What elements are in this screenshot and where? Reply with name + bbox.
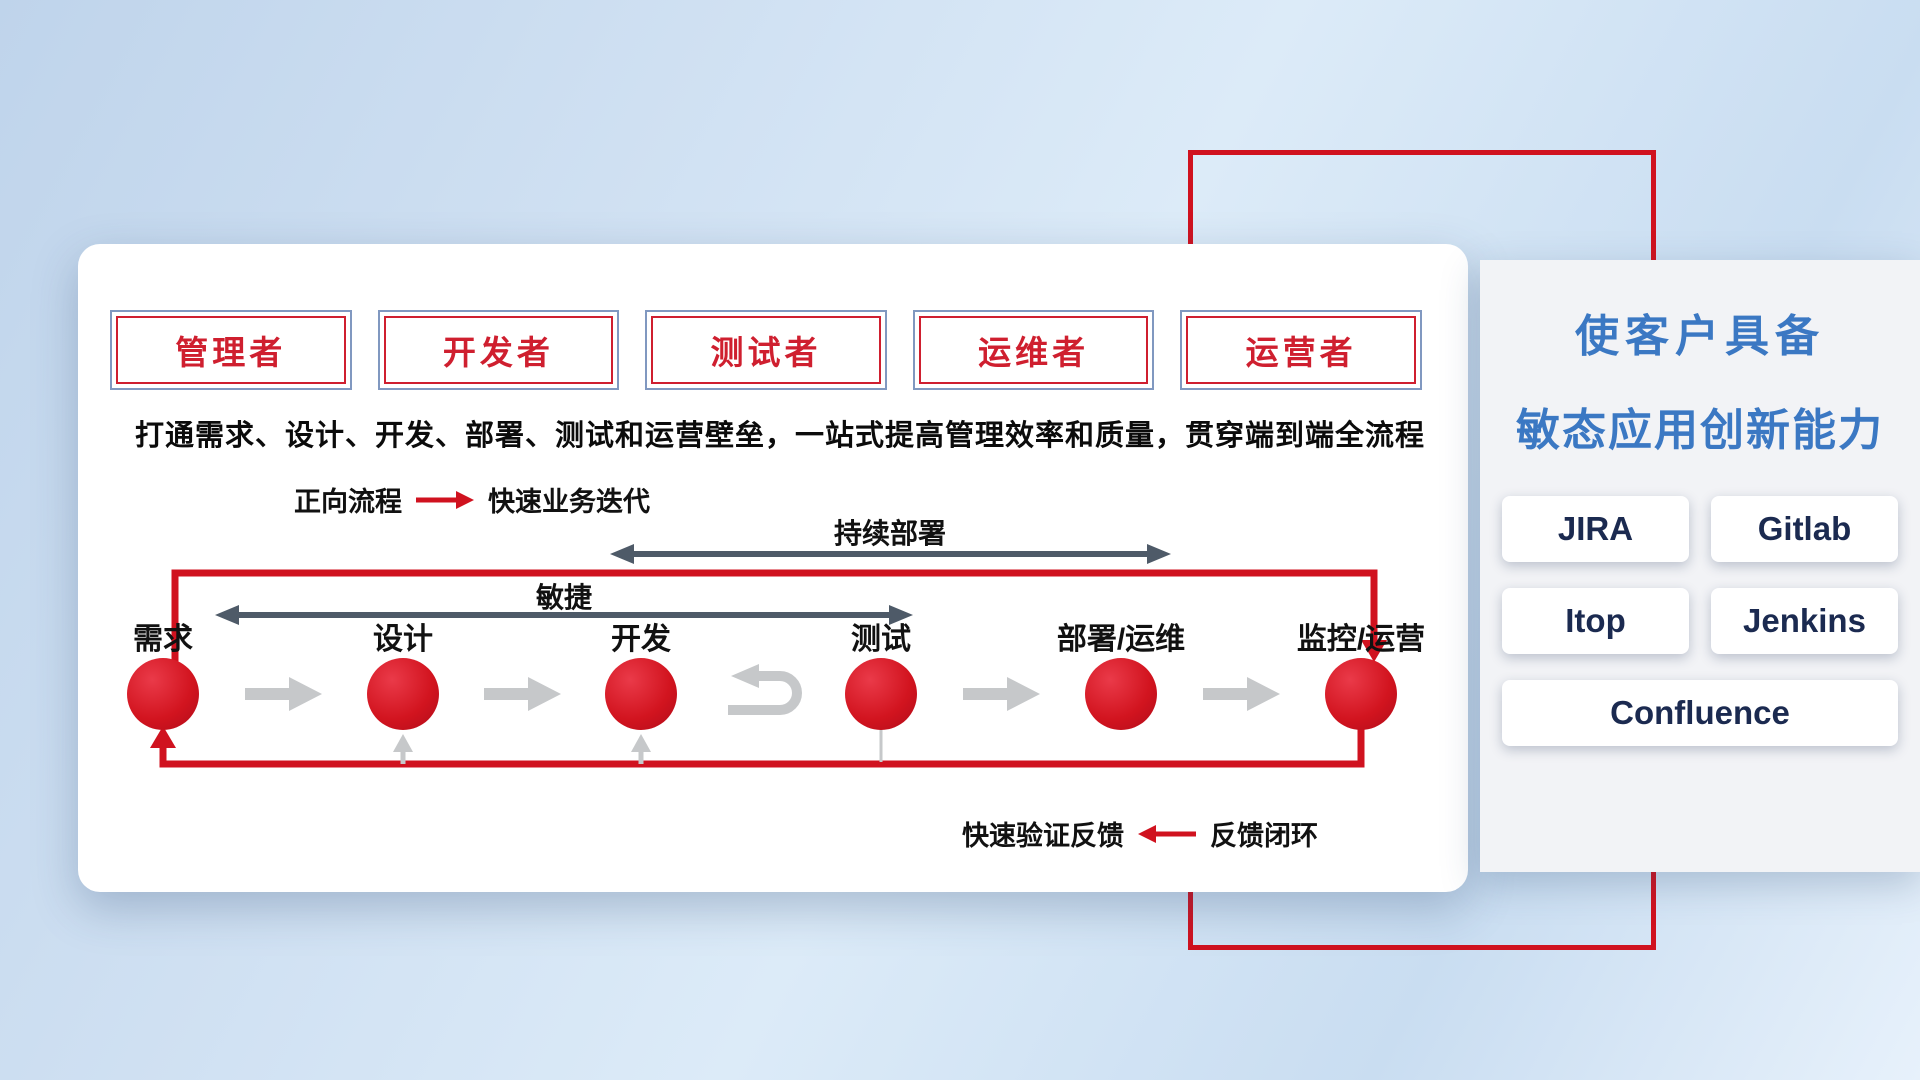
- tool-itop: Itop: [1502, 588, 1689, 654]
- role-box-business-ops: 运营者: [1180, 310, 1422, 390]
- continuous-deploy-label: 持续部署: [833, 518, 947, 549]
- role-box-operations: 运维者: [912, 310, 1155, 390]
- capability-panel: 使客户具备 敏态应用创新能力 JIRA Gitlab Itop Jenkins …: [1480, 260, 1920, 872]
- design-feedback-arrow-icon: [393, 734, 413, 764]
- feedback-arrow-icon: [1138, 824, 1196, 843]
- legend-forward: 正向流程 快速业务迭代: [294, 480, 650, 519]
- stage-flow-arrows: [245, 677, 1280, 711]
- legend-feedback: 快速验证反馈 反馈闭环: [962, 814, 1318, 853]
- capability-title: 使客户具备 敏态应用创新能力: [1502, 300, 1898, 458]
- iteration-loop-icon: [728, 664, 802, 715]
- legend-feedback-desc: 反馈闭环: [1210, 821, 1318, 851]
- role-label-developer: 开发者: [442, 334, 554, 371]
- dev-feedback-arrow-icon: [631, 734, 651, 764]
- flow-arrow-icon: [245, 677, 322, 711]
- stage-label-testing: 测试: [851, 623, 911, 656]
- flow-arrow-icon: [1203, 677, 1280, 711]
- stage-node-deploy-ops: [1085, 658, 1157, 730]
- tools-grid: JIRA Gitlab Itop Jenkins Confluence: [1502, 496, 1898, 746]
- capability-title-line1: 使客户具备: [1575, 312, 1825, 361]
- role-label-manager: 管理者: [175, 334, 287, 371]
- role-label-tester: 测试者: [710, 334, 822, 371]
- forward-loop-line: [171, 569, 1387, 664]
- role-box-tester: 测试者: [645, 310, 887, 390]
- stage-node-development: [605, 658, 677, 730]
- stage-label-monitor-ops: 监控/运营: [1296, 623, 1426, 656]
- forward-arrow-icon: [416, 490, 474, 509]
- stage-label-requirements: 需求: [133, 623, 193, 656]
- tool-gitlab: Gitlab: [1711, 496, 1898, 562]
- stage-label-development: 开发: [611, 623, 671, 656]
- legend-forward-desc: 快速业务迭代: [488, 487, 650, 517]
- flow-diagram: 持续部署 敏捷 需求 设计 开发 测试 部署/运维 监控/运营: [78, 514, 1468, 844]
- stage-node-testing: [845, 658, 917, 730]
- legend-feedback-label: 快速验证反馈: [962, 821, 1124, 851]
- stage-label-design: 设计: [373, 623, 433, 656]
- stage-node-requirements: [127, 658, 199, 730]
- flow-arrow-icon: [484, 677, 561, 711]
- tool-confluence: Confluence: [1502, 680, 1898, 746]
- workflow-panel: 管理者 开发者 测试者 运维者 运营者 打通需求、设计、开发、部署、测试和运营壁…: [78, 244, 1468, 892]
- tool-jenkins: Jenkins: [1711, 588, 1898, 654]
- capability-title-line2: 敏态应用创新能力: [1516, 406, 1884, 455]
- role-label-operations: 运维者: [978, 334, 1090, 371]
- flow-arrow-icon: [963, 677, 1040, 711]
- panel-subtitle: 打通需求、设计、开发、部署、测试和运营壁垒，一站式提高管理效率和质量，贯穿端到端…: [135, 420, 1426, 452]
- roles-row: 管理者 开发者 测试者 运维者 运营者: [110, 310, 1422, 390]
- agile-span-arrow: [215, 605, 913, 625]
- legend-forward-label: 正向流程: [294, 487, 402, 517]
- stage-node-design: [367, 658, 439, 730]
- role-label-business-ops: 运营者: [1245, 334, 1357, 371]
- flow-graphics: [127, 544, 1397, 768]
- stage-nodes: [127, 658, 1397, 730]
- continuous-deploy-span-arrow: [610, 544, 1171, 564]
- role-box-developer: 开发者: [377, 310, 620, 390]
- agile-label: 敏捷: [535, 582, 593, 613]
- stage-label-deploy-ops: 部署/运维: [1056, 623, 1186, 656]
- feedback-loop-line: [150, 726, 1365, 768]
- stage-node-monitor-ops: [1325, 658, 1397, 730]
- role-box-manager: 管理者: [110, 310, 352, 390]
- tool-jira: JIRA: [1502, 496, 1689, 562]
